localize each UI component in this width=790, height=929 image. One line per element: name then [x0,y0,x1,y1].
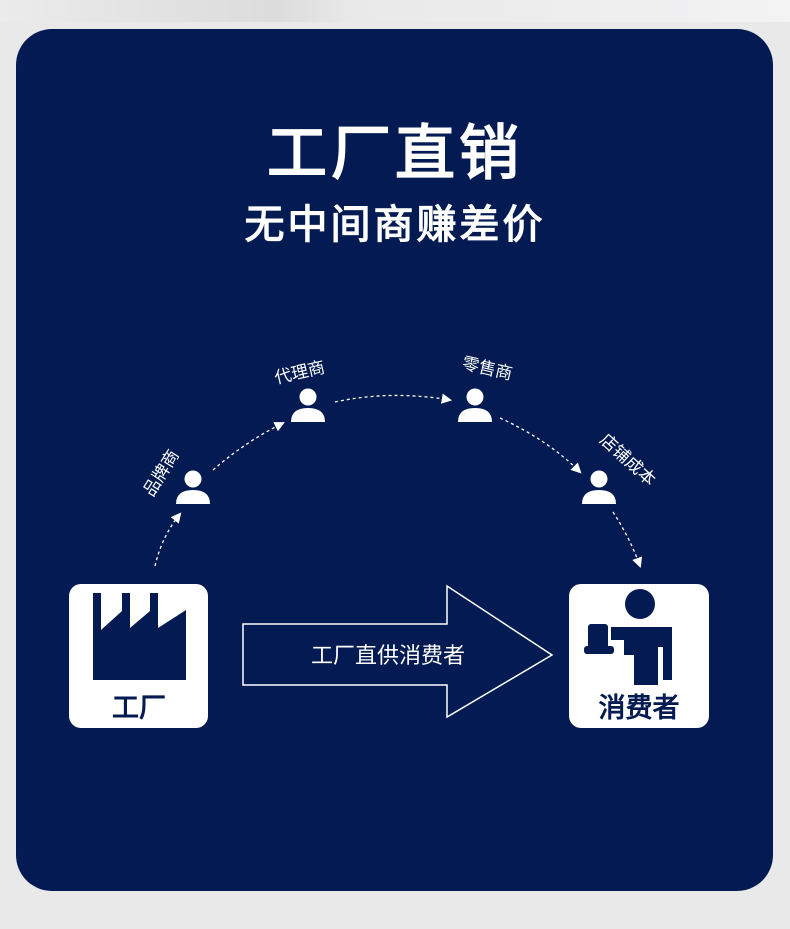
main-card [16,29,773,891]
arrow-retailer-to-store [499,417,582,474]
middleman-label-brand: 品牌商 [140,446,184,500]
arrow-store-to-consumer [612,511,643,568]
person-icon-agent [291,388,325,422]
arrow-factory-to-brand [154,512,182,567]
factory-label: 工厂 [112,693,166,724]
person-icon-retailer [458,388,492,422]
top-background-strip [0,0,790,22]
factory-icon [93,593,186,680]
page-subtitle: 无中间商赚差价 [244,202,546,248]
middleman-label-agent: 代理商 [273,358,327,389]
consumer-label: 消费者 [599,693,680,724]
person-icon-brand [176,470,210,504]
direct-supply-label: 工厂直供消费者 [311,644,465,669]
consumer-icon [584,589,672,685]
middlemen-flow-arrows [154,393,643,568]
page-title: 工厂直销 [267,119,523,189]
direct-supply-arrow: 工厂直供消费者 [242,584,554,719]
middleman-label-retailer: 零售商 [460,354,514,385]
person-icon-store [582,470,616,504]
arrow-brand-to-agent [212,422,285,471]
factory-box: 工厂 [69,584,208,728]
consumer-box: 消费者 [569,584,709,728]
arrow-agent-to-retailer [334,393,453,404]
